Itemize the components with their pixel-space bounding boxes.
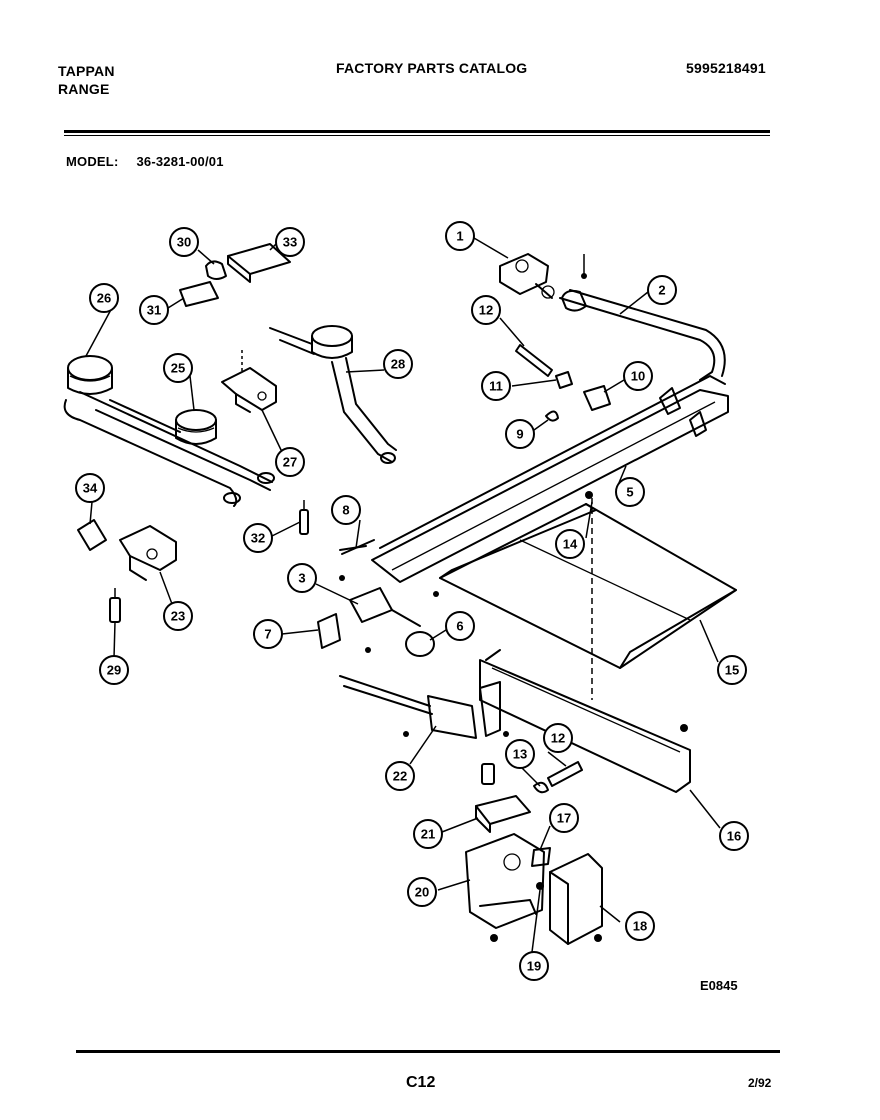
callout-22: 22 [385,761,415,791]
callout-7: 7 [253,619,283,649]
leader-lines [85,237,721,953]
callout-30: 30 [169,227,199,257]
svg-text:19: 19 [527,959,541,974]
svg-text:9: 9 [516,427,523,442]
svg-text:1: 1 [456,229,463,244]
svg-text:12: 12 [479,303,493,318]
callout-9: 9 [505,419,535,449]
manifold-assembly [371,289,729,583]
part-16-rail [479,649,691,793]
part-22-ignition-block [339,675,509,739]
part-1-regulator [499,253,555,299]
svg-text:6: 6 [456,619,463,634]
callout-12a: 12 [471,295,501,325]
callout-12b: 12 [543,723,573,753]
callout-21: 21 [413,819,443,849]
svg-text:16: 16 [727,829,741,844]
svg-text:17: 17 [557,811,571,826]
svg-text:8: 8 [342,503,349,518]
callout-14: 14 [555,529,585,559]
svg-text:13: 13 [513,747,527,762]
callout-2: 2 [647,275,677,305]
callout-1: 1 [445,221,475,251]
spark-module-assembly [465,763,603,945]
callout-11: 11 [481,371,511,401]
parts-23-29-34 [77,519,177,623]
parts-9-12 [515,344,611,422]
brand: TAPPAN RANGE [58,62,115,98]
svg-text:22: 22 [393,769,407,784]
part-27-bracket [221,350,277,413]
diagram-code: E0845 [700,978,738,993]
svg-text:28: 28 [391,357,405,372]
svg-text:2: 2 [658,283,665,298]
svg-text:25: 25 [171,361,185,376]
page-number: C12 [406,1074,436,1091]
callout-26: 26 [89,283,119,313]
burner-assembly-left [63,355,275,507]
part-2-pipe [561,254,587,312]
svg-text:11: 11 [489,379,503,394]
callout-18: 18 [625,911,655,941]
model-line: MODEL: 36-3281-00/01 [66,154,242,169]
callout-34: 34 [75,473,105,503]
callout-28: 28 [383,349,413,379]
valve-assembly [317,539,439,657]
parts-30-31-33 [179,243,291,307]
footer-rule [76,1050,780,1053]
callout-13: 13 [505,739,535,769]
svg-text:12: 12 [551,731,565,746]
model-value: 36-3281-00/01 [136,154,224,169]
callout-6: 6 [445,611,475,641]
document-number: 5995218491 [686,60,766,76]
svg-text:20: 20 [415,885,429,900]
svg-text:31: 31 [147,303,161,318]
svg-text:18: 18 [633,919,647,934]
svg-text:15: 15 [725,663,739,678]
model-label: MODEL: [66,154,119,169]
callout-8: 8 [331,495,361,525]
svg-text:27: 27 [283,455,297,470]
svg-text:34: 34 [83,481,98,496]
part-32-electrode [299,500,309,535]
callout-10: 10 [623,361,653,391]
callout-19: 19 [519,951,549,981]
svg-text:7: 7 [264,627,271,642]
callout-25: 25 [163,353,193,383]
svg-text:14: 14 [563,537,578,552]
callout-23: 23 [163,601,193,631]
header-rule [64,130,770,133]
callout-33: 33 [275,227,305,257]
callout-16: 16 [719,821,749,851]
revision-date: 2/92 [748,1076,772,1090]
brand-line-2: RANGE [58,81,110,97]
svg-text:26: 26 [97,291,111,306]
part-14-screw [585,491,593,499]
svg-text:32: 32 [251,531,265,546]
svg-text:30: 30 [177,235,191,250]
callout-31: 31 [139,295,169,325]
callout-3: 3 [287,563,317,593]
header-rule-thin [64,135,770,136]
callout-29: 29 [99,655,129,685]
part-28-rear-burner [269,325,397,464]
svg-text:3: 3 [298,571,305,586]
svg-text:33: 33 [283,235,297,250]
svg-text:23: 23 [171,609,185,624]
callout-5: 5 [615,477,645,507]
svg-text:10: 10 [631,369,645,384]
callout-20: 20 [407,877,437,907]
callout-15: 15 [717,655,747,685]
brand-line-1: TAPPAN [58,63,115,79]
svg-text:5: 5 [626,485,633,500]
parts-12-13 [533,761,583,794]
svg-text:21: 21 [421,827,435,842]
callout-17: 17 [549,803,579,833]
svg-text:29: 29 [107,663,121,678]
page-title: FACTORY PARTS CATALOG [336,60,528,76]
callout-labels: 1 2 3 5 6 7 8 9 10 11 12 12 13 14 15 16 … [75,221,749,981]
callout-27: 27 [275,447,305,477]
callout-32: 32 [243,523,273,553]
